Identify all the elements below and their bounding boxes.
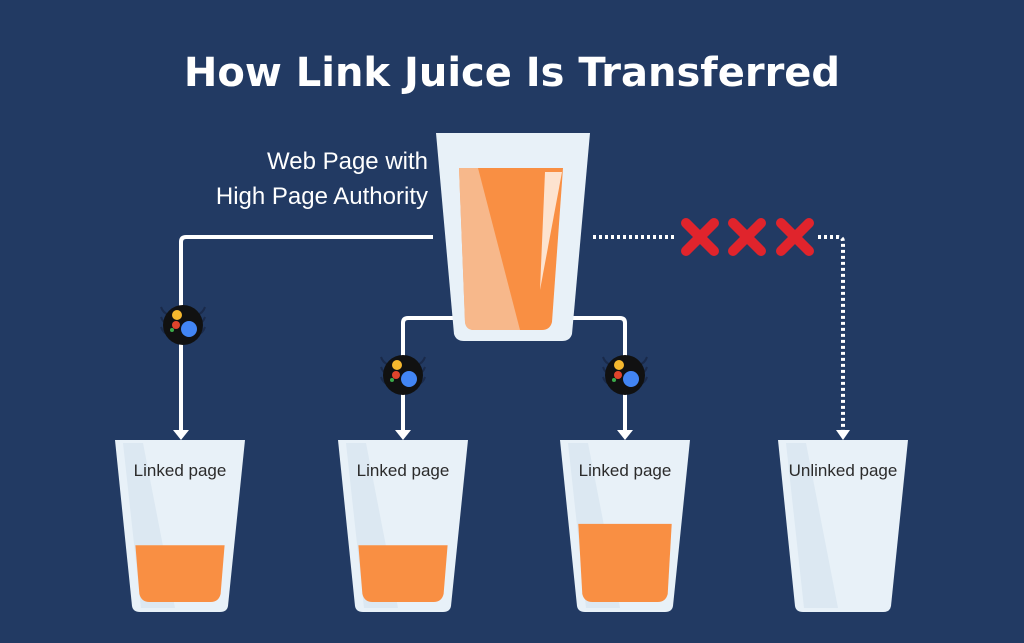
crawler-bugs bbox=[160, 305, 648, 395]
crawler-bug-icon bbox=[602, 355, 648, 395]
blocked-line-b bbox=[818, 235, 845, 432]
source-glass bbox=[436, 133, 590, 341]
source-label-line2: High Page Authority bbox=[216, 183, 428, 210]
target-glasses: Linked page Linked page Linked page Unlinke… bbox=[115, 440, 908, 612]
arrow-icon bbox=[617, 430, 633, 440]
crawler-bug-icon bbox=[380, 355, 426, 395]
target-glass: Linked page bbox=[560, 440, 690, 612]
target-glass: Linked page bbox=[115, 440, 245, 612]
target-label: Linked page bbox=[357, 461, 450, 480]
link-line-1 bbox=[179, 235, 433, 432]
target-glass: Linked page bbox=[338, 440, 468, 612]
arrow-icon bbox=[836, 430, 850, 440]
source-label-line1: Web Page with bbox=[267, 148, 428, 175]
blocked-crosses bbox=[681, 218, 814, 256]
arrowheads bbox=[173, 430, 850, 440]
target-label: Unlinked page bbox=[789, 461, 898, 480]
juice-fill bbox=[358, 545, 448, 602]
cross-icon bbox=[681, 218, 719, 256]
cross-icon bbox=[728, 218, 766, 256]
juice-fill bbox=[578, 523, 672, 602]
diagram-title: How Link Juice Is Transferred bbox=[184, 50, 840, 96]
crawler-bug-icon bbox=[160, 305, 206, 345]
arrow-icon bbox=[173, 430, 189, 440]
cross-icon bbox=[776, 218, 814, 256]
target-glass: Unlinked page bbox=[778, 440, 908, 612]
link-line-2 bbox=[401, 316, 455, 432]
target-label: Linked page bbox=[134, 461, 227, 480]
target-label: Linked page bbox=[579, 461, 672, 480]
arrow-icon bbox=[395, 430, 411, 440]
link-lines bbox=[179, 235, 845, 432]
juice-fill bbox=[135, 545, 225, 602]
link-line-3 bbox=[572, 316, 627, 432]
